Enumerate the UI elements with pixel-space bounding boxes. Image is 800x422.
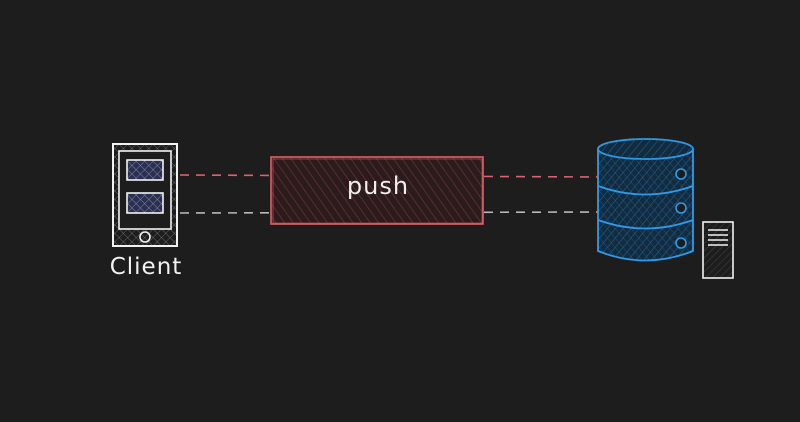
database-indicator-3: [675, 237, 687, 249]
mobile-phone-icon: [112, 143, 178, 247]
client-screen-panel-bottom: [126, 192, 164, 214]
client-screen-panel-top: [126, 159, 164, 181]
push-label: push: [346, 172, 410, 200]
database-indicator-1: [675, 168, 687, 180]
database-icon: [597, 138, 694, 262]
push-box: [270, 156, 484, 225]
server-tower-icon: [702, 221, 734, 279]
client-home-button: [139, 231, 151, 243]
client-label: Client: [109, 254, 183, 280]
database-indicator-2: [675, 202, 687, 214]
